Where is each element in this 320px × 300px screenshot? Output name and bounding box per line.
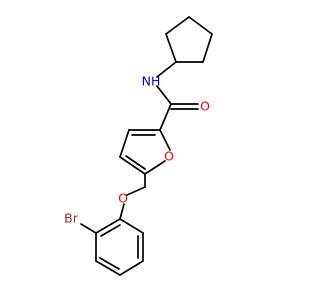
bond [80, 223, 97, 234]
bond [119, 218, 144, 234]
carbonyl-oxygen-label: O [200, 99, 210, 114]
bond [144, 160, 166, 175]
nitrogen-atom-label: NH [142, 74, 161, 89]
bond [99, 257, 120, 270]
bond [156, 61, 177, 78]
bond [119, 260, 144, 276]
bond [100, 224, 121, 237]
bond [126, 186, 146, 196]
bond [156, 85, 172, 105]
bond [119, 203, 125, 220]
furan-oxygen-label: O [164, 149, 174, 164]
molecule-structure: NH O O O Br [64, 16, 213, 276]
molecule-canvas: NH O O O Br [64, 16, 213, 276]
bond [202, 33, 213, 63]
bond [188, 16, 213, 35]
bonds [80, 16, 213, 276]
bond [159, 129, 171, 151]
bond [125, 155, 146, 170]
bond [119, 129, 130, 158]
atom-labels: NH O O O Br [64, 74, 210, 226]
bond [119, 156, 146, 175]
bond [159, 103, 172, 131]
bond [95, 218, 121, 234]
bromine-atom-label: Br [64, 211, 79, 226]
ether-oxygen-label: O [118, 191, 128, 206]
bond [95, 260, 121, 276]
bond [165, 33, 177, 63]
bond [165, 16, 190, 35]
